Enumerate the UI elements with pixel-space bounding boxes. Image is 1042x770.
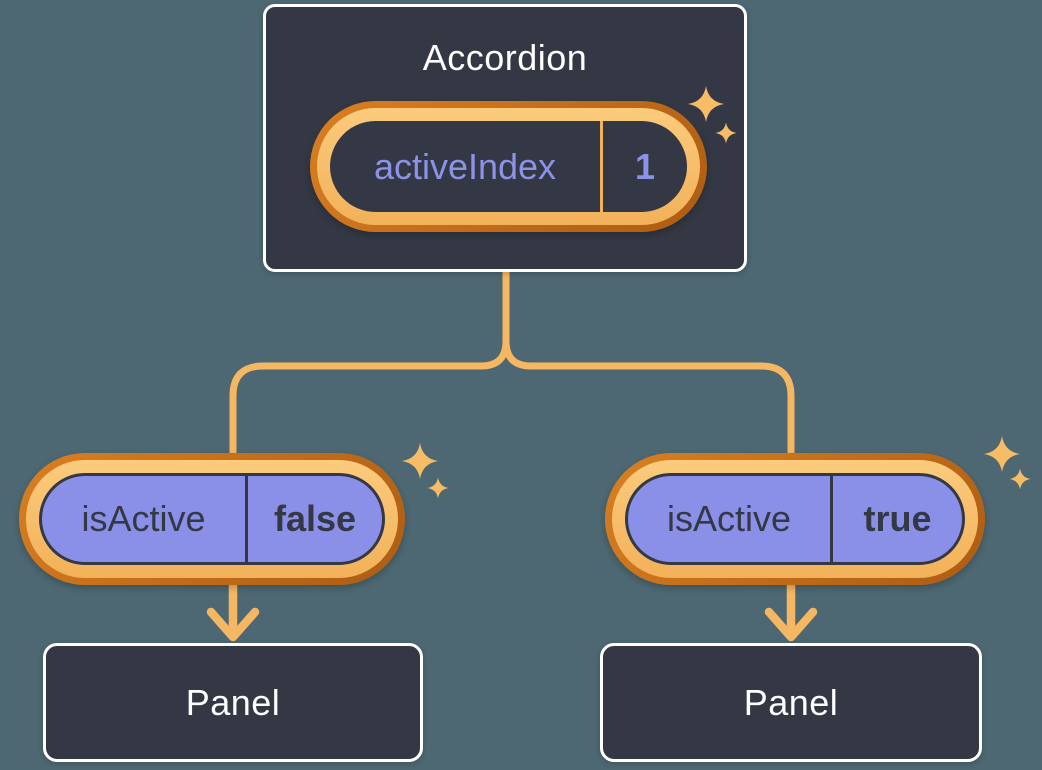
prop-pill-value: true (863, 498, 932, 539)
prop-pill-value: false (273, 498, 357, 539)
panel-title: Panel (185, 681, 281, 723)
prop-pill-gold-ring: isActive false (26, 460, 398, 578)
prop-pill-core: isActive false (39, 473, 385, 565)
prop-pill-label: isActive (81, 498, 206, 539)
panel-node-right: Panel (600, 643, 982, 762)
prop-pill-gold-ring: isActive true (612, 460, 978, 578)
prop-pill-divider (245, 476, 248, 562)
state-pill: activeIndex 1 (310, 101, 707, 232)
prop-pill-label: isActive (666, 498, 792, 539)
state-pill-value: 1 (634, 145, 656, 187)
prop-pill-isactive-false: isActive false (19, 453, 405, 585)
prop-pill-isactive-true: isActive true (605, 453, 985, 585)
state-pill-core: activeIndex 1 (330, 121, 687, 212)
state-pill-divider (600, 121, 603, 212)
connector-branch-right (502, 266, 795, 474)
prop-pill-core: isActive true (625, 473, 965, 565)
state-pill-gold-ring: activeIndex 1 (317, 108, 700, 225)
accordion-title: Accordion (422, 37, 588, 78)
panel-title: Panel (743, 681, 839, 723)
prop-pill-divider (830, 476, 833, 562)
state-pill-label: activeIndex (373, 145, 557, 187)
panel-node-left: Panel (43, 643, 423, 762)
connector-branch-left (229, 266, 510, 474)
